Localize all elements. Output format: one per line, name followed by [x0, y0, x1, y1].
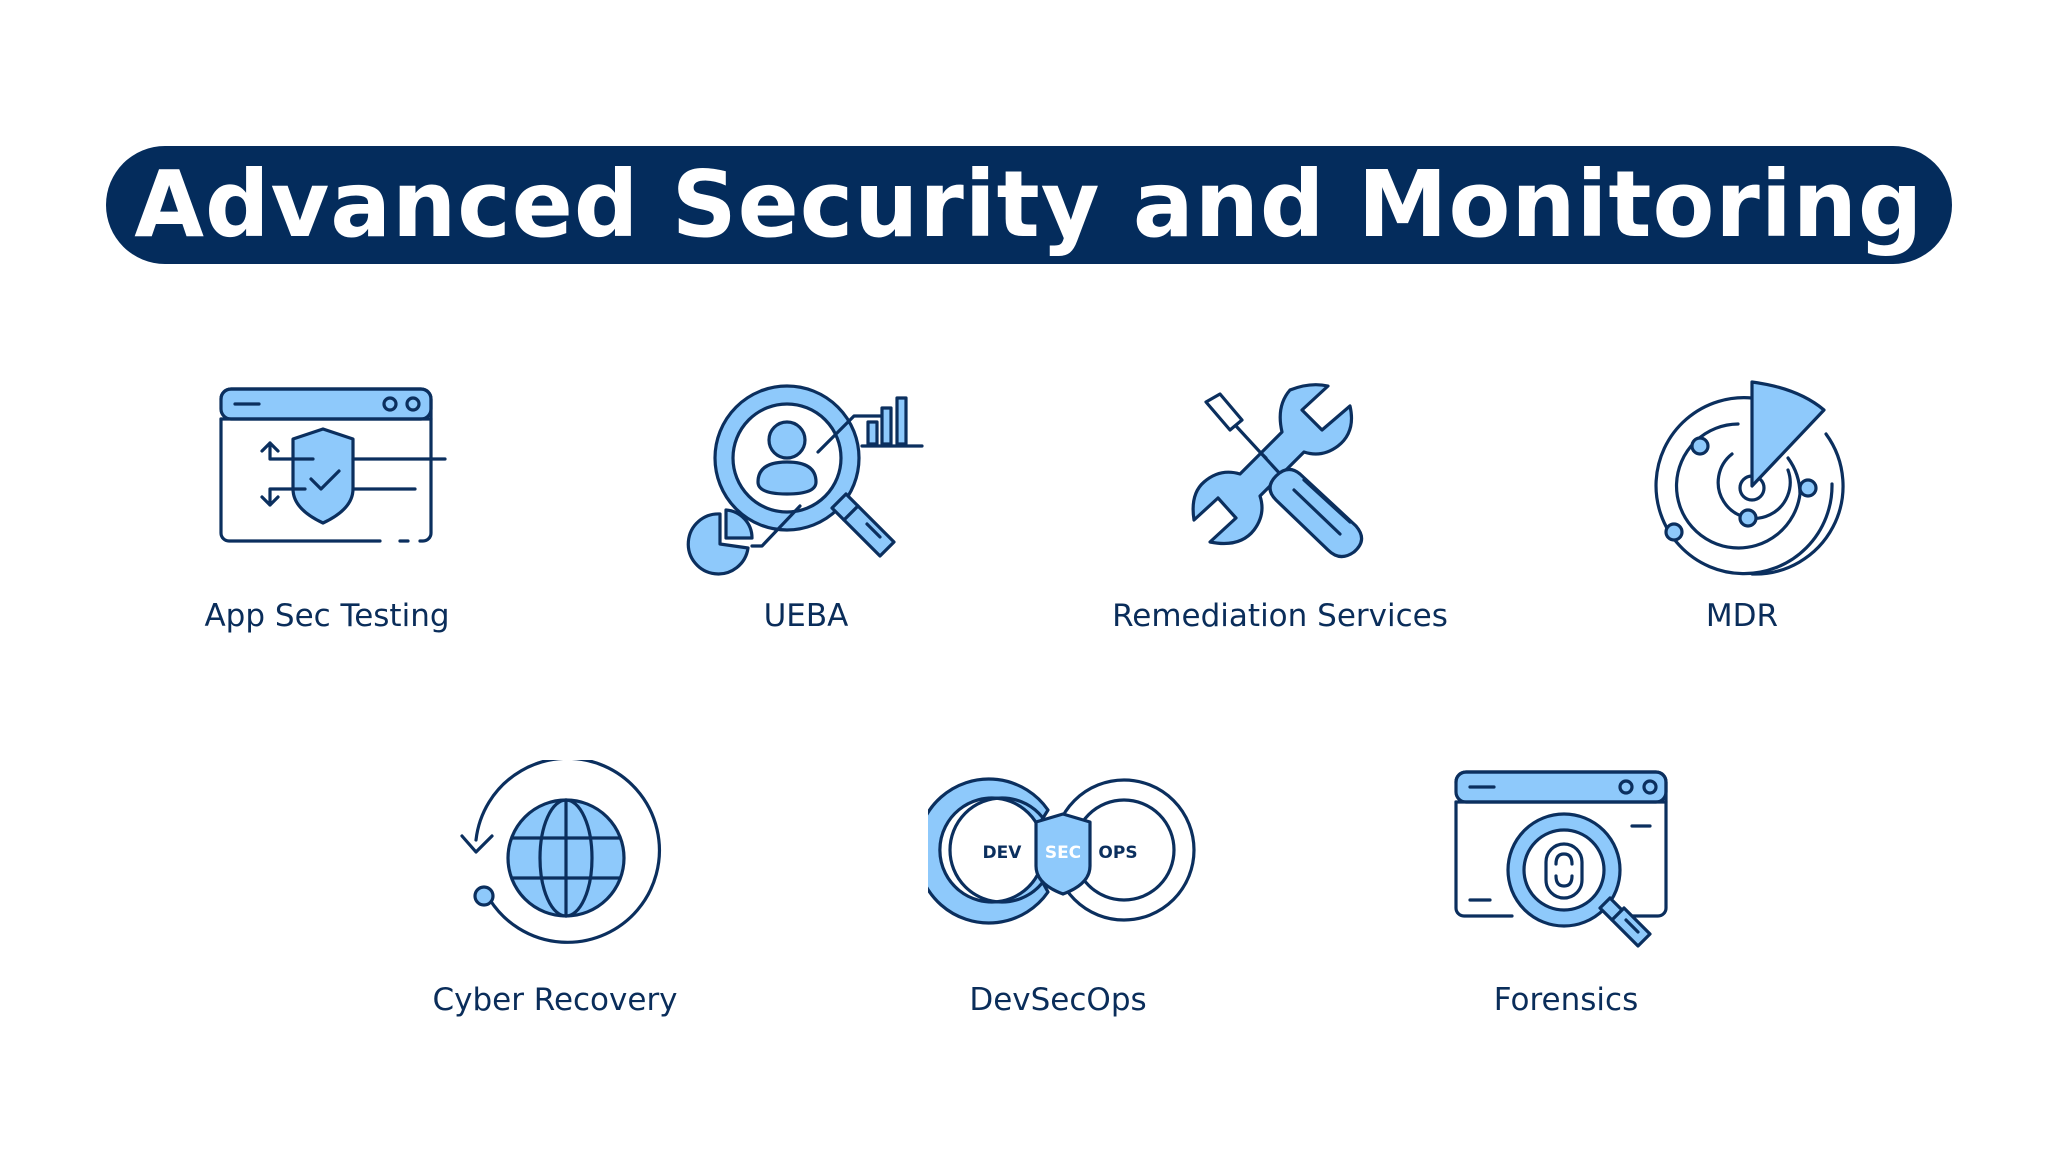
badge-dev: DEV [983, 843, 1023, 863]
radar-icon [1654, 380, 1845, 576]
item-label: Remediation Services [1112, 598, 1448, 634]
globe-recovery-arrow-icon [460, 760, 662, 944]
item-label: Forensics [1493, 982, 1639, 1018]
item-label: Cyber Recovery [432, 982, 678, 1018]
item-label: App Sec Testing [204, 598, 450, 634]
wrench-screwdriver-icon [1191, 383, 1364, 559]
item-label: DevSecOps [969, 982, 1147, 1018]
page-title: Advanced Security and Monitoring [134, 151, 1924, 258]
badge-ops: OPS [1098, 843, 1137, 863]
badge-sec: SEC [1045, 843, 1081, 863]
browser-shield-check-icon [219, 387, 447, 543]
title-banner: Advanced Security and Monitoring [106, 146, 1952, 264]
browser-fingerprint-magnifier-icon [1454, 770, 1668, 948]
magnifier-user-analytics-icon [686, 384, 924, 576]
devsecops-infinity-shield-icon: DEV SEC OPS [928, 777, 1196, 925]
item-label: MDR [1705, 598, 1779, 634]
item-label: UEBA [763, 598, 849, 634]
